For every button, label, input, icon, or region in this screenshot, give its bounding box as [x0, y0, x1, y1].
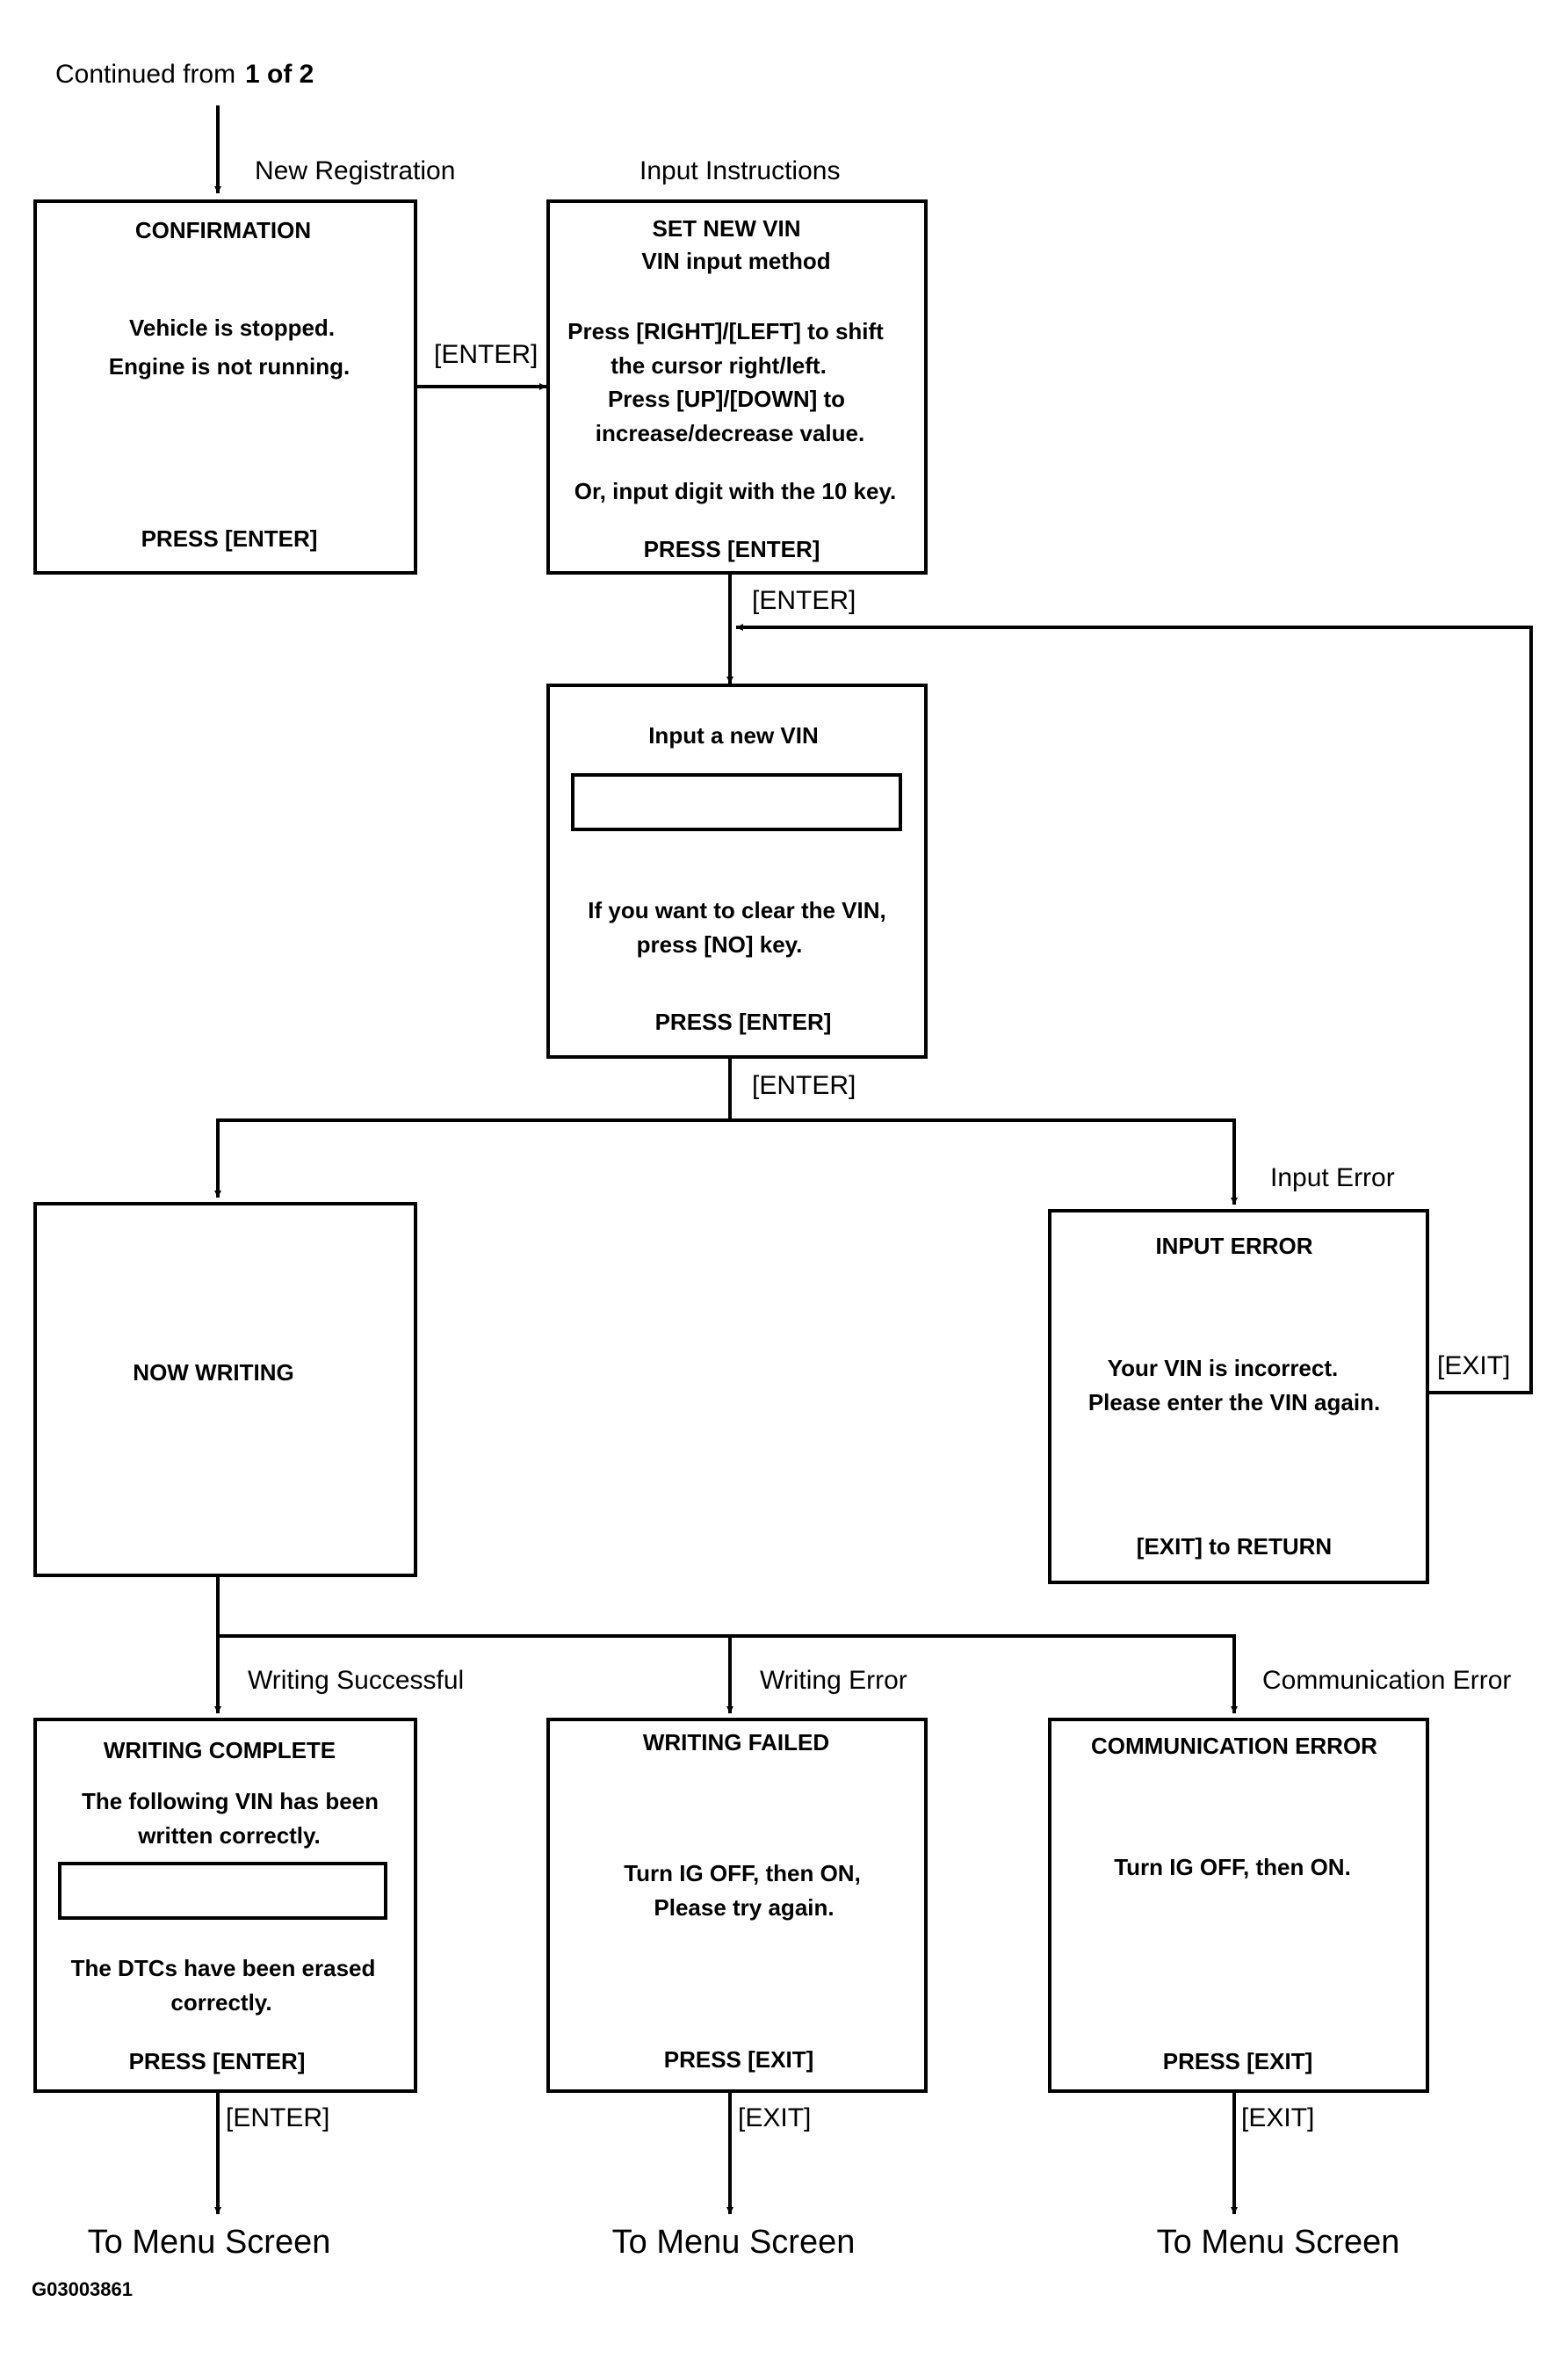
writing-failed-line2: Please try again.: [654, 1894, 835, 1921]
input-error-line1: Your VIN is incorrect.: [1107, 1355, 1339, 1381]
input-vin-footer: PRESS [ENTER]: [654, 1009, 832, 1035]
input-vin-title: Input a new VIN: [648, 722, 819, 749]
loop-exit-line: [736, 624, 1533, 1394]
communication-error-box: [1048, 1718, 1429, 2093]
split-error-line: [730, 1118, 1238, 1205]
continued-page: 1 of 2: [245, 60, 314, 89]
vin-input-field[interactable]: [571, 773, 902, 831]
label-enter-confirm: [ENTER]: [434, 340, 538, 369]
confirmation-box: [33, 199, 417, 575]
set-new-vin-line4: increase/decrease value.: [595, 420, 865, 446]
communication-error-title: COMMUNICATION ERROR: [1091, 1733, 1377, 1759]
set-new-vin-footer: PRESS [ENTER]: [643, 536, 820, 562]
input-vin-line2: press [NO] key.: [636, 931, 803, 958]
figure-id: G03003861: [32, 2278, 133, 2300]
label-input-instructions: Input Instructions: [639, 156, 841, 185]
input-error-box: [1048, 1209, 1429, 1584]
label-exit-failed: [EXIT]: [738, 2103, 812, 2132]
split-writing-line: [216, 1577, 1238, 1713]
input-vin-line1: If you want to clear the VIN,: [588, 897, 886, 923]
destination-menu-2: To Menu Screen: [611, 2224, 856, 2261]
writing-complete-title: WRITING COMPLETE: [103, 1737, 336, 1763]
input-error-title: INPUT ERROR: [1155, 1233, 1313, 1259]
confirmation-title: CONFIRMATION: [134, 217, 312, 243]
set-new-vin-title: SET NEW VIN: [652, 215, 801, 242]
now-writing-title: NOW WRITING: [133, 1359, 294, 1386]
communication-error-footer: PRESS [EXIT]: [1162, 2048, 1313, 2074]
writing-failed-title: WRITING FAILED: [642, 1729, 830, 1755]
label-enter-after-input: [ENTER]: [752, 1071, 856, 1100]
writing-failed-footer: PRESS [EXIT]: [663, 2046, 814, 2073]
label-communication-error: Communication Error: [1262, 1666, 1512, 1695]
label-writing-error: Writing Error: [760, 1666, 907, 1695]
destination-menu-1: To Menu Screen: [87, 2224, 331, 2261]
confirmation-footer: PRESS [ENTER]: [141, 525, 318, 552]
communication-error-line1: Turn IG OFF, then ON.: [1114, 1854, 1351, 1880]
set-new-vin-line2: the cursor right/left.: [611, 352, 827, 379]
input-error-line2: Please enter the VIN again.: [1087, 1389, 1381, 1415]
continued-prefix: Continued from: [55, 60, 236, 89]
written-vin-field: [58, 1862, 387, 1920]
label-exit-comm: [EXIT]: [1241, 2103, 1315, 2132]
set-new-vin-line5: Or, input digit with the 10 key.: [574, 478, 897, 504]
destination-menu-3: To Menu Screen: [1156, 2224, 1400, 2261]
label-new-registration: New Registration: [255, 156, 456, 185]
input-vin-box: [546, 684, 928, 1059]
writing-complete-footer: PRESS [ENTER]: [128, 2048, 306, 2074]
writing-complete-line3: The DTCs have been erased: [70, 1955, 376, 1981]
set-new-vin-line3: Press [UP]/[DOWN] to: [607, 386, 846, 412]
label-writing-successful: Writing Successful: [248, 1666, 465, 1695]
writing-failed-line1: Turn IG OFF, then ON,: [624, 1860, 861, 1886]
label-exit-loop: [EXIT]: [1437, 1351, 1511, 1380]
set-new-vin-subtitle: VIN input method: [641, 248, 831, 274]
split-input-line: [214, 1059, 732, 1198]
label-enter-complete: [ENTER]: [226, 2103, 330, 2132]
writing-failed-box: [546, 1718, 928, 2093]
now-writing-box: [33, 1202, 417, 1577]
input-error-footer: [EXIT] to RETURN: [1136, 1533, 1333, 1560]
writing-complete-line4: correctly.: [170, 1989, 272, 2016]
label-input-error: Input Error: [1270, 1163, 1395, 1192]
confirmation-line1: Vehicle is stopped.: [128, 315, 336, 341]
confirmation-line2: Engine is not running.: [108, 353, 350, 380]
writing-complete-line2: written correctly.: [138, 1822, 321, 1849]
writing-complete-line1: The following VIN has been: [81, 1788, 379, 1814]
label-enter-after-instructions: [ENTER]: [752, 586, 856, 615]
set-new-vin-line1: Press [RIGHT]/[LEFT] to shift: [567, 318, 884, 344]
set-new-vin-box: [546, 199, 928, 575]
